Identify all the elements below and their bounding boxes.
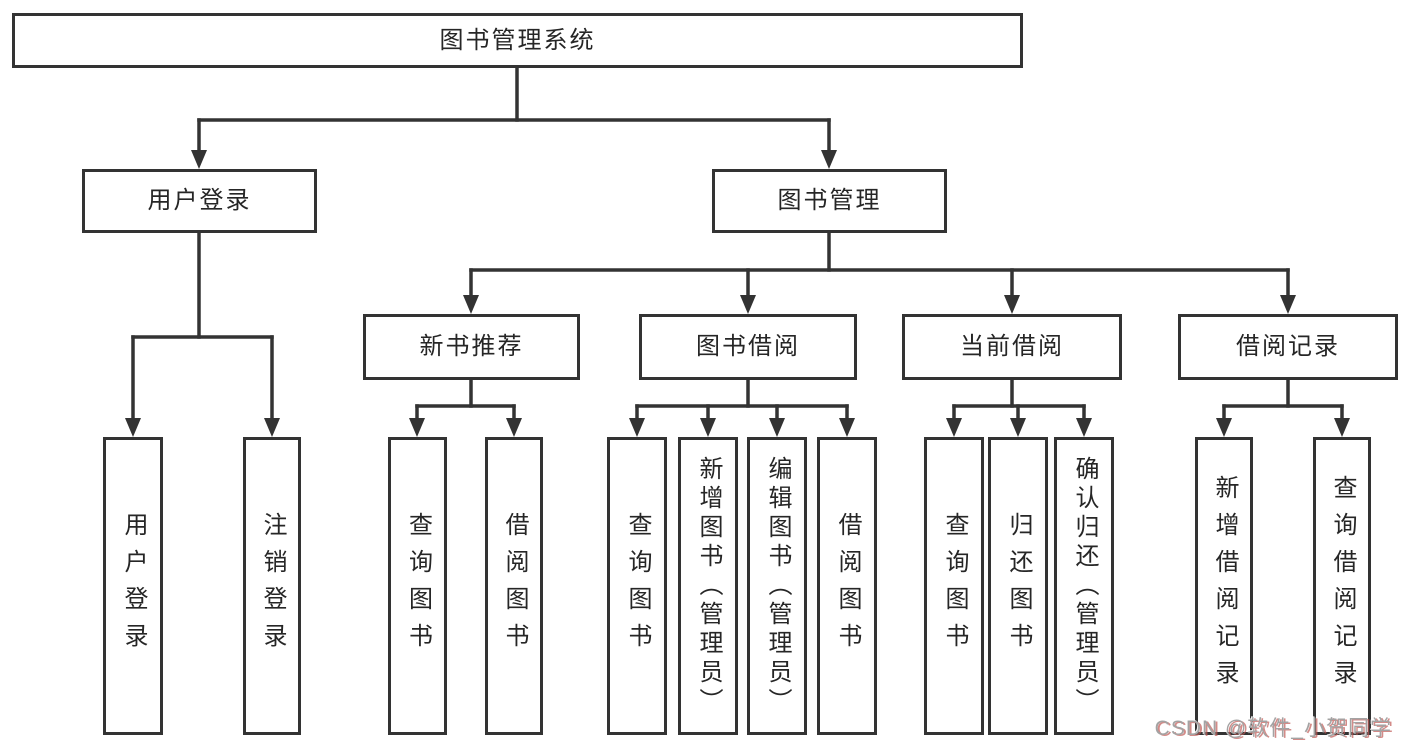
node-label: 编辑图书（管理员）	[764, 455, 791, 717]
arrowhead-icon	[769, 418, 785, 437]
node-label: 查询借阅记录	[1329, 475, 1356, 697]
node-leaf-return-book: 归还图书	[988, 437, 1048, 735]
arrowhead-icon	[1004, 295, 1020, 314]
node-current-borrowing: 当前借阅	[902, 314, 1122, 380]
arrowhead-icon	[740, 295, 756, 314]
node-label: 新增图书（管理员）	[695, 455, 722, 717]
node-leaf-query-book-recommend: 查询图书	[388, 437, 447, 735]
node-label: 查询图书	[941, 512, 968, 660]
node-label: 图书管理	[777, 187, 882, 214]
node-label: 新增借阅记录	[1211, 475, 1238, 697]
node-book-management: 图书管理	[712, 169, 947, 233]
node-label: 用户登录	[120, 512, 147, 660]
node-leaf-edit-book-admin: 编辑图书（管理员）	[747, 437, 807, 735]
node-label: 借阅图书	[501, 512, 528, 660]
arrowhead-icon	[629, 418, 645, 437]
arrowhead-icon	[700, 418, 716, 437]
node-leaf-user-login: 用户登录	[103, 437, 163, 735]
node-leaf-query-borrow-record: 查询借阅记录	[1313, 437, 1371, 735]
arrowhead-icon	[839, 418, 855, 437]
csdn-watermark: CSDN @软件_小贺同学	[1154, 717, 1392, 740]
arrowhead-icon	[191, 150, 207, 169]
node-label: 借阅记录	[1236, 333, 1340, 360]
node-leaf-borrow-book-recommend: 借阅图书	[485, 437, 543, 735]
node-label: 查询图书	[624, 512, 651, 660]
node-book-borrowing: 图书借阅	[639, 314, 857, 380]
node-label: 图书借阅	[696, 333, 800, 360]
arrowhead-icon	[1076, 418, 1092, 437]
arrowhead-icon	[409, 418, 425, 437]
node-label: 注销登录	[259, 512, 286, 660]
node-root: 图书管理系统	[12, 13, 1023, 68]
arrowhead-icon	[1216, 418, 1232, 437]
node-label: 查询图书	[404, 512, 432, 660]
node-leaf-confirm-return-admin: 确认归还（管理员）	[1054, 437, 1114, 735]
node-label: 用户登录	[147, 187, 252, 214]
arrowhead-icon	[463, 295, 479, 314]
node-leaf-add-borrow-record: 新增借阅记录	[1195, 437, 1253, 735]
node-leaf-query-book-borrow: 查询图书	[607, 437, 667, 735]
node-leaf-add-book-admin: 新增图书（管理员）	[678, 437, 738, 735]
arrowhead-icon	[1280, 295, 1296, 314]
arrowhead-icon	[946, 418, 962, 437]
arrowhead-icon	[125, 418, 141, 437]
node-new-book-recommend: 新书推荐	[363, 314, 580, 380]
arrowhead-icon	[1010, 418, 1026, 437]
node-label: 归还图书	[1005, 512, 1032, 660]
arrowhead-icon	[264, 418, 280, 437]
node-label: 确认归还（管理员）	[1071, 455, 1098, 717]
node-label: 借阅图书	[834, 512, 861, 660]
node-leaf-borrow-book-borrow: 借阅图书	[817, 437, 877, 735]
node-user-login: 用户登录	[82, 169, 317, 233]
node-label: 新书推荐	[419, 333, 524, 360]
arrowhead-icon	[1334, 418, 1350, 437]
node-borrowing-records: 借阅记录	[1178, 314, 1398, 380]
arrowhead-icon	[821, 150, 837, 169]
arrowhead-icon	[506, 418, 522, 437]
node-leaf-logout: 注销登录	[243, 437, 301, 735]
node-leaf-query-book-current: 查询图书	[924, 437, 984, 735]
node-label: 图书管理系统	[439, 26, 596, 54]
node-label: 当前借阅	[960, 333, 1064, 360]
